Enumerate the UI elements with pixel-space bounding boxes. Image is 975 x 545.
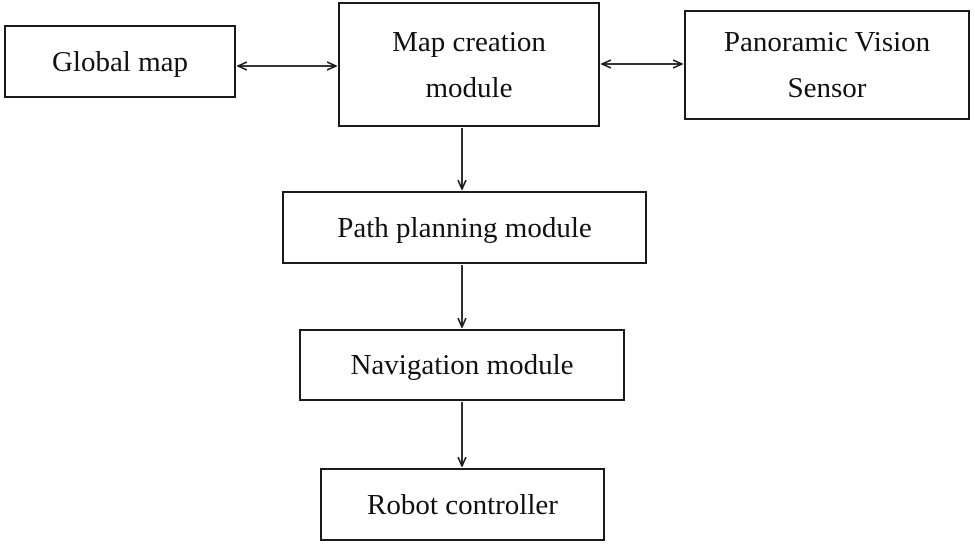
map-creation-module-box: Map creation module xyxy=(338,2,600,127)
panoramic-vision-sensor-label: Panoramic Vision Sensor xyxy=(723,26,931,104)
path-planning-module-box: Path planning module xyxy=(282,191,647,264)
path-planning-module-label: Path planning module xyxy=(337,211,592,244)
navigation-module-label: Navigation module xyxy=(350,349,574,381)
global-map-label: Global map xyxy=(51,45,189,78)
robot-controller-box: Robot controller xyxy=(320,468,605,541)
global-map-box: Global map xyxy=(4,25,236,98)
robot-controller-label: Robot controller xyxy=(367,488,558,521)
map-creation-module-label: Map creation module xyxy=(392,25,546,104)
panoramic-vision-sensor-box: Panoramic Vision Sensor xyxy=(684,10,970,120)
navigation-module-box: Navigation module xyxy=(299,329,625,401)
